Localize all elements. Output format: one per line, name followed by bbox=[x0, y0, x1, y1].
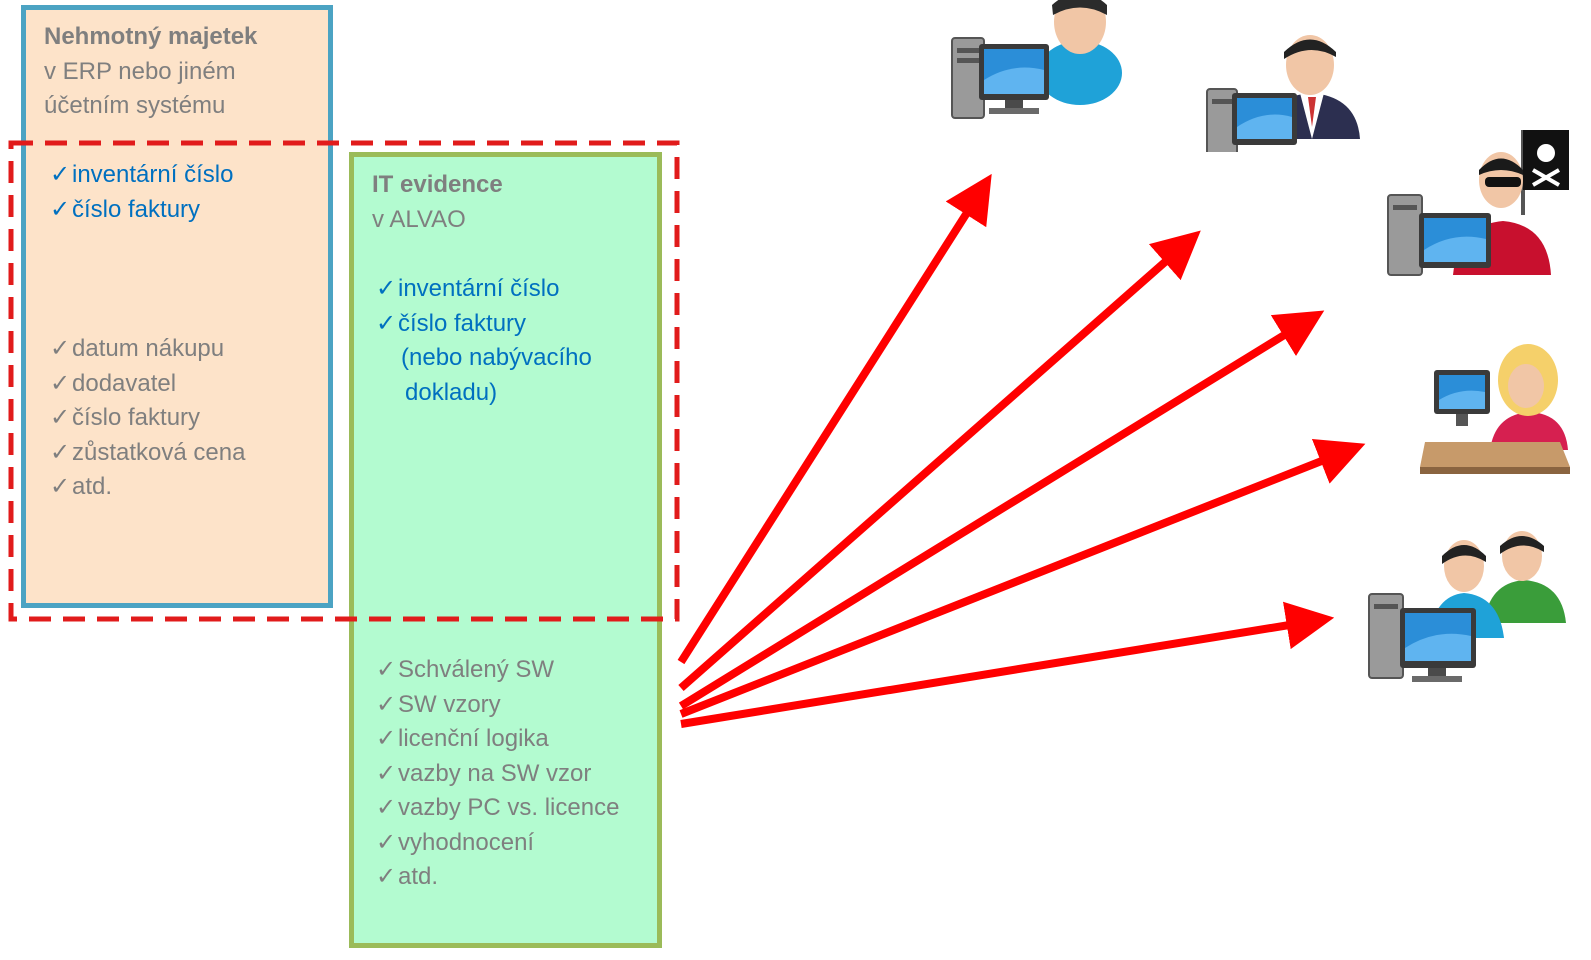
pc-user-pirate-icon bbox=[1387, 130, 1569, 276]
it-other-list: ✓Schválený SW ✓SW vzory ✓licenční logika… bbox=[376, 653, 619, 895]
arrow-to-user-1 bbox=[677, 173, 992, 665]
erp-subtitle-line1: v ERP nebo jiném bbox=[44, 58, 236, 85]
arrow-to-user-3 bbox=[678, 310, 1325, 710]
erp-title: Nehmotný majetek bbox=[44, 23, 258, 50]
desk-user-blonde-icon bbox=[1420, 344, 1570, 474]
list-item: ✓SW vzory bbox=[376, 688, 619, 723]
list-item: ✓vazby na SW vzor bbox=[376, 757, 619, 792]
checkmark-icon: ✓ bbox=[376, 656, 397, 683]
pc-user-blue-icon bbox=[951, 0, 1122, 119]
checkmark-icon: ✓ bbox=[376, 863, 397, 890]
pc-user-suit-icon bbox=[1206, 35, 1360, 152]
list-item: ✓vazby PC vs. licence bbox=[376, 791, 619, 826]
checkmark-icon: ✓ bbox=[376, 794, 397, 821]
checkmark-icon: ✓ bbox=[376, 725, 397, 752]
checkmark-icon: ✓ bbox=[376, 759, 397, 787]
list-item: ✓licenční logika bbox=[376, 722, 619, 757]
erp-subtitle-line2: účetním systému bbox=[44, 92, 226, 119]
list-item: ✓vyhodnocení bbox=[376, 826, 619, 861]
arrow-to-user-2 bbox=[678, 230, 1201, 692]
list-item: ✓atd. bbox=[376, 860, 619, 895]
checkmark-icon: ✓ bbox=[376, 828, 397, 856]
pc-user-group-icon bbox=[1368, 531, 1566, 682]
checkmark-icon: ✓ bbox=[376, 690, 397, 718]
arrow-to-user-5 bbox=[680, 601, 1335, 728]
arrow-to-user-4 bbox=[679, 439, 1366, 718]
list-item: ✓Schválený SW bbox=[376, 653, 619, 688]
